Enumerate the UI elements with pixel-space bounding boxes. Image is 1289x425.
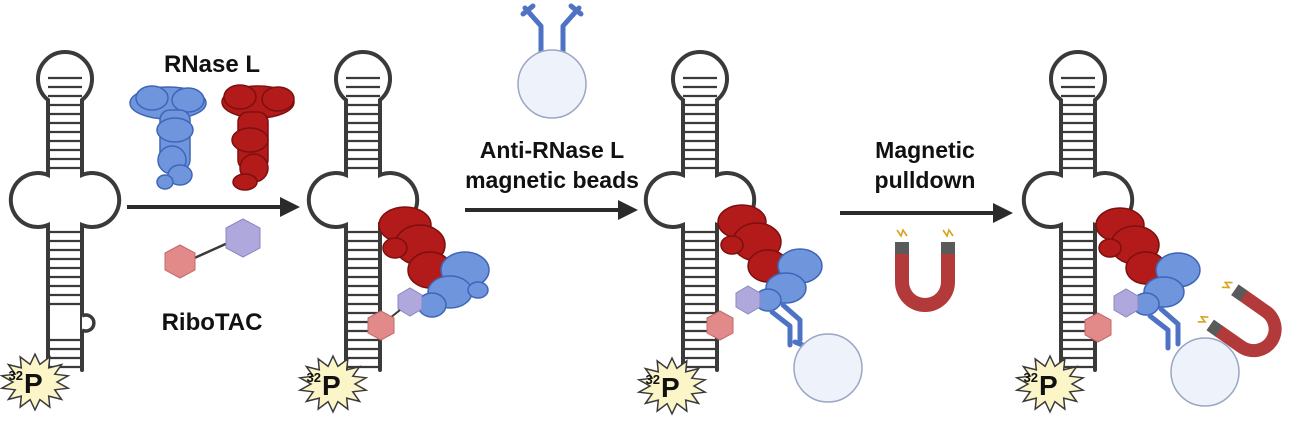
rna-hairpin-2 xyxy=(306,50,420,372)
ribotac-molecule xyxy=(164,218,261,279)
isotope-element: P xyxy=(661,372,680,403)
starburst-icon xyxy=(1014,354,1086,414)
complex-4-blue-protein xyxy=(1132,252,1201,316)
isotope-mass: 32 xyxy=(307,370,321,385)
complex-3 xyxy=(706,204,863,403)
ribotac-label: RiboTAC xyxy=(162,309,263,336)
isotope-element: P xyxy=(24,368,43,399)
starburst-icon xyxy=(0,352,71,412)
arrow-step3 xyxy=(840,203,1013,223)
arrow-step2 xyxy=(465,200,638,220)
starburst-icon xyxy=(297,354,369,414)
pulldown-label-line2: pulldown xyxy=(875,167,976,193)
isotope-element: P xyxy=(322,370,341,401)
magnet-icon xyxy=(895,228,955,312)
pulldown-label-line1: Magnetic xyxy=(875,137,975,163)
antibody-complex-4 xyxy=(1147,306,1181,351)
complex-3-red-protein xyxy=(717,204,789,283)
isotope-mass: 32 xyxy=(9,368,23,383)
arrow-step1 xyxy=(127,197,300,217)
ribotac-rnase-recruiter xyxy=(225,218,261,258)
anti-rnase-label-line2: magnetic beads xyxy=(465,167,639,193)
complex-2-red-protein xyxy=(378,206,453,289)
isotope-mass: 32 xyxy=(646,372,660,387)
ribotac-rna-binder xyxy=(164,244,196,279)
complex-4-red-protein xyxy=(1095,207,1167,285)
anti-rnase-label-line1: Anti-RNase L xyxy=(480,137,624,163)
rnase-l-label: RNase L xyxy=(164,51,260,78)
magnetic-bead-free xyxy=(517,49,587,119)
magnetic-bead-3 xyxy=(793,333,863,403)
rna-hairpin-4 xyxy=(1021,50,1135,372)
rna-hairpin-1 xyxy=(8,50,122,372)
magnetic-bead-4 xyxy=(1170,337,1240,407)
starburst-icon xyxy=(636,356,708,416)
isotope-mass: 32 xyxy=(1024,370,1038,385)
rnase-l-red-protein xyxy=(221,84,295,191)
magnet-pulldown-icon xyxy=(1197,281,1282,358)
complex-2-blue-protein xyxy=(417,251,490,318)
complex-2 xyxy=(367,206,490,341)
magnet-spark-icon xyxy=(896,228,954,238)
complex-4 xyxy=(1084,207,1240,407)
antibody-bead-free xyxy=(517,3,587,119)
rna-hairpin-3 xyxy=(643,50,757,372)
antibody-free xyxy=(520,3,584,58)
rnase-l-blue-protein xyxy=(129,85,207,190)
isotope-element: P xyxy=(1039,370,1058,401)
